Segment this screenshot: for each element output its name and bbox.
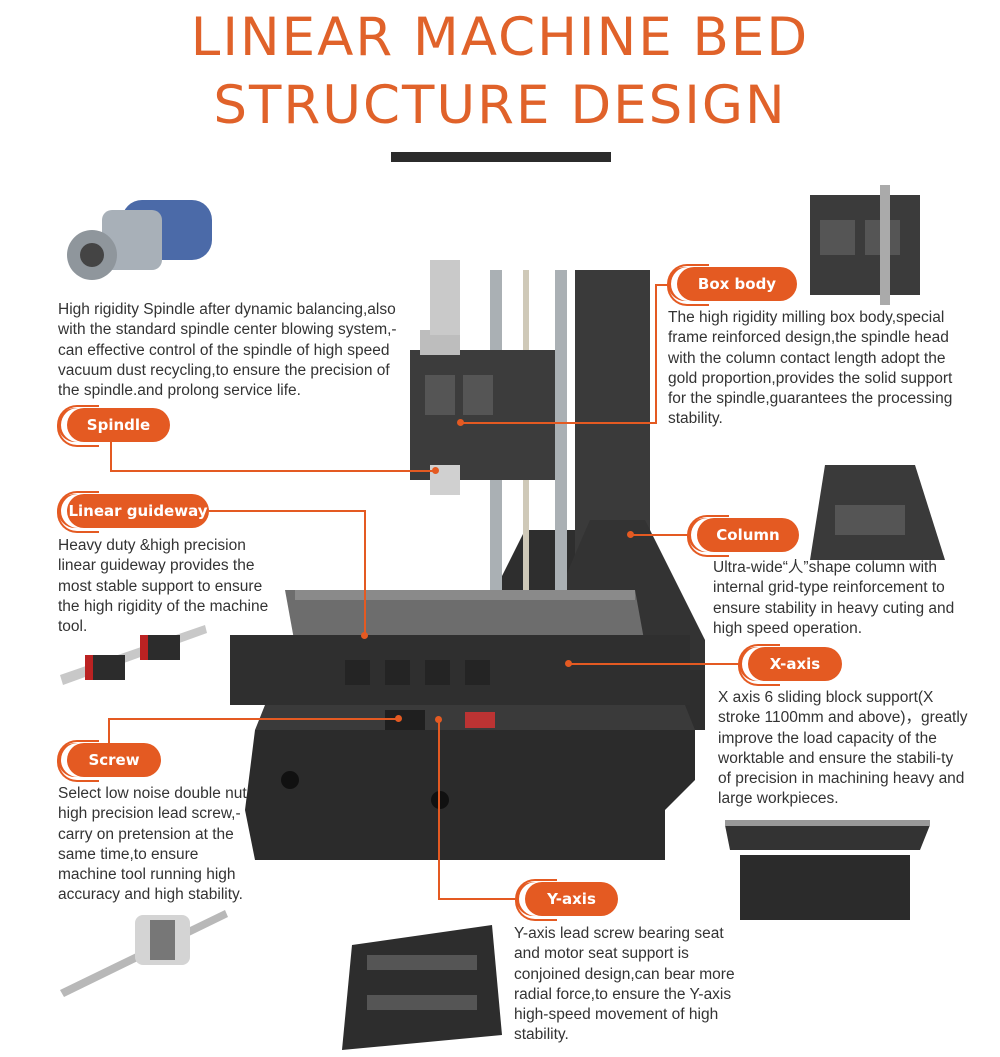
spindle-leader-dot — [432, 467, 439, 474]
page-title-line2: STRUCTURE DESIGN — [213, 75, 787, 136]
x-axis-leader-h — [568, 663, 743, 665]
y-axis-description: Y-axis lead screw bearing seat and motor… — [514, 925, 735, 1044]
spindle-badge: Spindle — [57, 405, 170, 447]
box-body-label: Box body — [697, 275, 777, 293]
y-axis-badge: Y-axis — [515, 879, 618, 921]
box-body-leader-h — [460, 422, 657, 424]
y-axis-leader-v — [438, 720, 440, 900]
spindle-leader-h — [110, 470, 435, 472]
box-body-photo — [810, 185, 920, 305]
spindle-leader-v — [110, 442, 112, 470]
screw-leader-v — [108, 718, 110, 744]
title-underline — [391, 152, 611, 162]
x-axis-badge: X-axis — [738, 644, 842, 686]
column-leader-h — [630, 534, 690, 536]
spindle-description: High rigidity Spindle after dynamic bala… — [58, 301, 397, 400]
x-axis-photo — [725, 820, 930, 920]
x-axis-description: X axis 6 sliding block support(X stroke … — [718, 689, 968, 808]
box-body-leader-h2 — [655, 284, 670, 286]
linear-guideway-leader-dot — [361, 632, 368, 639]
machine-illustration — [230, 260, 705, 860]
linear-guideway-leader-h — [209, 510, 366, 512]
screw-badge: Screw — [57, 740, 161, 782]
column-leader-dot — [627, 531, 634, 538]
x-axis-leader-dot — [565, 660, 572, 667]
box-body-badge: Box body — [667, 264, 797, 306]
screw-leader-dot — [395, 715, 402, 722]
box-body-description: The high rigidity milling box body,speci… — [668, 309, 953, 428]
y-axis-leader-dot — [435, 716, 442, 723]
box-body-leader-dot — [457, 419, 464, 426]
linear-guideway-photo — [60, 625, 207, 685]
x-axis-label: X-axis — [769, 655, 821, 673]
screw-photo — [60, 910, 228, 997]
box-body-leader-v — [655, 284, 657, 424]
y-axis-photo — [342, 925, 502, 1050]
screw-description: Select low noise double nut high precisi… — [58, 785, 247, 904]
y-axis-label: Y-axis — [547, 890, 596, 908]
linear-guideway-label: Linear guideway — [68, 502, 208, 520]
spindle-photo — [67, 200, 212, 280]
linear-guideway-leader-v — [364, 510, 366, 635]
screw-label: Screw — [88, 751, 140, 769]
linear-guideway-description: Heavy duty &high precision linear guidew… — [58, 537, 269, 636]
y-axis-leader-h — [438, 898, 523, 900]
column-description: Ultra-wide“人”shape column with internal … — [713, 559, 955, 637]
linear-guideway-badge: Linear guideway — [57, 491, 209, 533]
spindle-label: Spindle — [86, 416, 151, 434]
column-label: Column — [716, 526, 780, 544]
page-title-line1: LINEAR MACHINE BED — [190, 7, 810, 68]
column-photo — [810, 465, 945, 560]
column-badge: Column — [687, 515, 799, 557]
screw-leader-h — [108, 718, 398, 720]
